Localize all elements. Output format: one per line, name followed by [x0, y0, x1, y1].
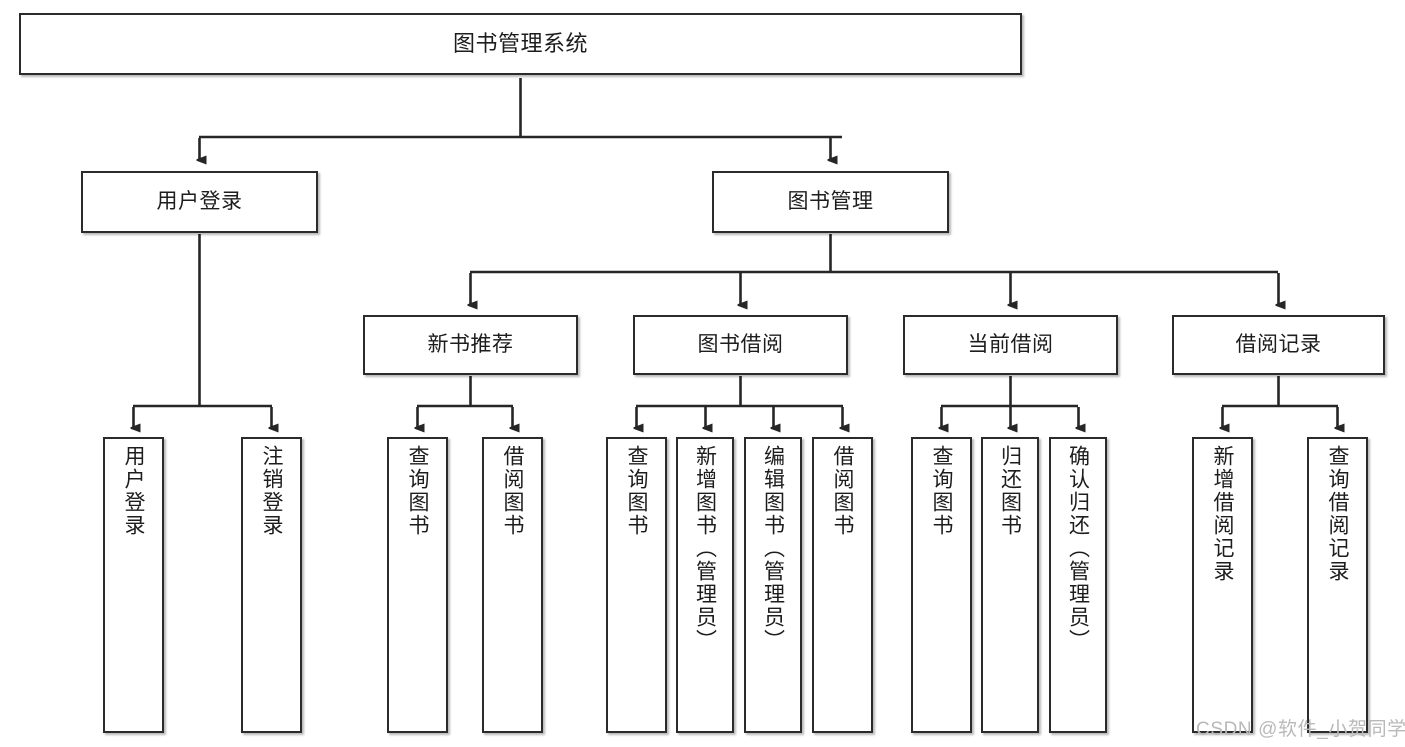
node-root-label: 图书管理系统: [452, 30, 588, 56]
node-current-borrow[interactable]: 当前借阅: [903, 315, 1118, 375]
node-book-borrow-label: 图书借阅: [697, 333, 784, 357]
node-leaf-borrow-book-1[interactable]: 借阅图书: [482, 437, 543, 733]
node-leaf-borrow-book-2[interactable]: 借阅图书: [812, 437, 873, 733]
node-leaf-logout[interactable]: 注销登录: [241, 437, 302, 733]
node-leaf-query-book-3[interactable]: 查询图书: [911, 437, 972, 733]
node-leaf-return-book-label: 归还图书: [998, 445, 1022, 537]
node-borrow-record[interactable]: 借阅记录: [1172, 315, 1385, 375]
node-root[interactable]: 图书管理系统: [19, 13, 1022, 75]
node-leaf-borrow-book-2-label: 借阅图书: [831, 445, 855, 537]
node-leaf-query-record-label: 查询借阅记录: [1326, 445, 1350, 583]
node-borrow-record-label: 借阅记录: [1235, 333, 1322, 357]
watermark: CSDN @软件_小贺同学: [1196, 719, 1405, 740]
node-new-book-rec-label: 新书推荐: [427, 333, 514, 357]
node-leaf-borrow-book-1-label: 借阅图书: [501, 445, 525, 537]
node-leaf-user-login[interactable]: 用户登录: [103, 437, 164, 733]
node-leaf-query-book-3-label: 查询图书: [930, 445, 954, 537]
node-leaf-query-book-1-label: 查询图书: [406, 445, 430, 537]
node-current-borrow-label: 当前借阅: [967, 333, 1054, 357]
node-leaf-add-record[interactable]: 新增借阅记录: [1192, 437, 1253, 733]
node-leaf-query-record[interactable]: 查询借阅记录: [1307, 437, 1368, 733]
node-leaf-add-record-label: 新增借阅记录: [1211, 445, 1235, 583]
node-user-login-label: 用户登录: [156, 190, 243, 214]
node-leaf-return-book[interactable]: 归还图书: [981, 437, 1039, 733]
node-user-login[interactable]: 用户登录: [81, 171, 318, 233]
node-leaf-edit-book[interactable]: 编辑图书（管理员）: [744, 437, 802, 733]
node-leaf-query-book-2-label: 查询图书: [625, 445, 649, 537]
node-leaf-query-book-1[interactable]: 查询图书: [387, 437, 448, 733]
node-leaf-add-book[interactable]: 新增图书（管理员）: [676, 437, 734, 733]
node-leaf-add-book-label: 新增图书（管理员）: [693, 445, 717, 652]
node-new-book-rec[interactable]: 新书推荐: [363, 315, 578, 375]
node-book-manage-label: 图书管理: [787, 190, 874, 214]
node-book-manage[interactable]: 图书管理: [712, 171, 949, 233]
node-leaf-edit-book-label: 编辑图书（管理员）: [761, 445, 785, 652]
node-leaf-confirm-return[interactable]: 确认归还（管理员）: [1049, 437, 1107, 733]
node-leaf-confirm-return-label: 确认归还（管理员）: [1066, 445, 1090, 652]
node-leaf-logout-label: 注销登录: [260, 445, 284, 537]
node-leaf-query-book-2[interactable]: 查询图书: [606, 437, 667, 733]
node-leaf-user-login-label: 用户登录: [122, 445, 146, 537]
node-book-borrow[interactable]: 图书借阅: [633, 315, 848, 375]
